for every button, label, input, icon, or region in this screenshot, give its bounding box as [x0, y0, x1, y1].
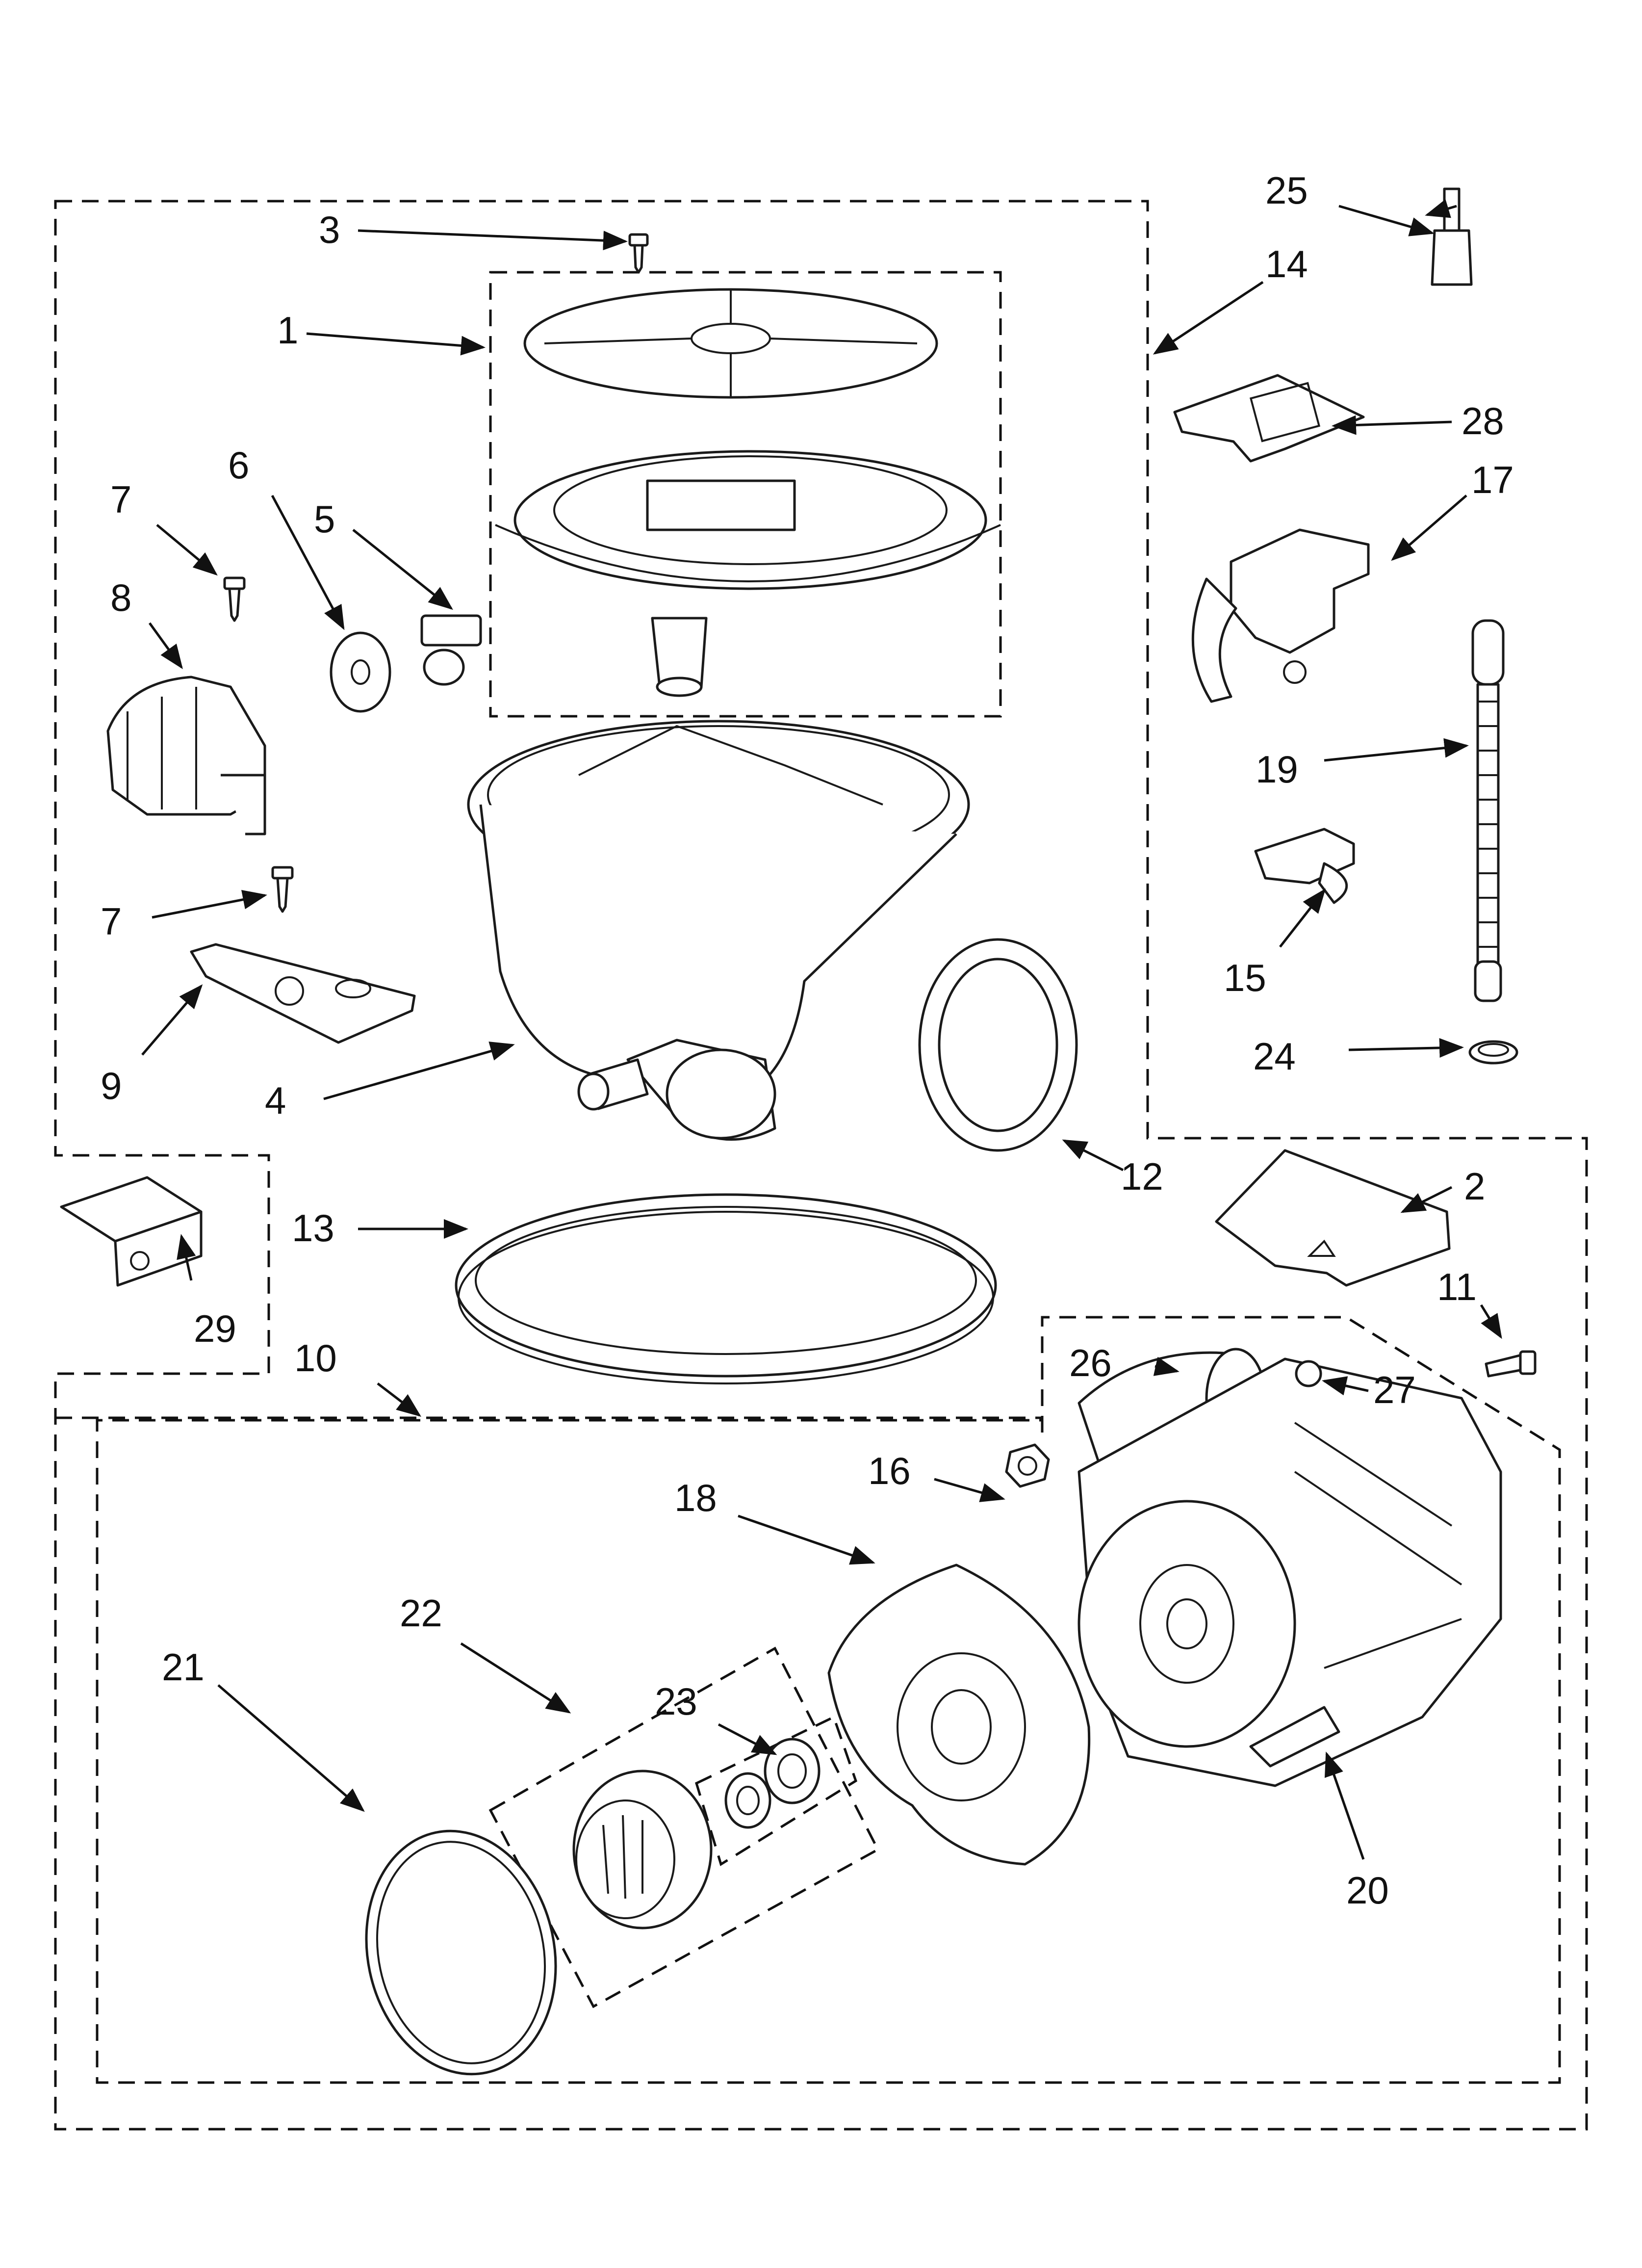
screw-7-lower — [271, 866, 294, 913]
heat-shield — [1215, 1149, 1451, 1287]
callout-19: 19 — [1256, 748, 1298, 791]
callout-7-lower: 7 — [101, 900, 122, 943]
hose-clip-15 — [1254, 828, 1355, 904]
callout-28: 28 — [1462, 399, 1504, 443]
callout-18: 18 — [674, 1476, 717, 1519]
wash-arm-group-outline — [489, 271, 1002, 718]
callout-22: 22 — [400, 1591, 442, 1635]
callout-labels: 1 2 3 4 5 6 7 7 8 9 10 11 12 13 14 15 16… — [101, 169, 1514, 1912]
wash-arm-assembly — [495, 288, 1001, 697]
washer-27 — [1295, 1360, 1322, 1387]
callout-10: 10 — [294, 1336, 337, 1380]
sump-gasket — [455, 1193, 997, 1384]
bracket-29 — [60, 1176, 203, 1287]
callout-15: 15 — [1224, 956, 1266, 999]
sensor-bracket — [1173, 374, 1365, 463]
impeller-group-outline — [488, 1646, 880, 2008]
sump-ring — [918, 938, 1078, 1152]
callout-27: 27 — [1373, 1368, 1416, 1411]
callout-9: 9 — [101, 1064, 122, 1107]
callout-7-upper: 7 — [110, 478, 131, 521]
main-assembly-outline — [54, 200, 1588, 2131]
callout-29: 29 — [194, 1307, 236, 1350]
screw-7-upper — [223, 576, 246, 622]
drain-hose — [1471, 619, 1505, 1002]
small-valve-part — [420, 614, 482, 686]
diverter-motor-housing — [106, 676, 266, 835]
callout-21: 21 — [162, 1645, 205, 1689]
pump-group-outline — [96, 1316, 1561, 2084]
leader-lines — [141, 199, 1502, 1860]
screw-11 — [1485, 1350, 1537, 1378]
impeller-assembly — [572, 1770, 713, 1929]
callout-2: 2 — [1464, 1165, 1485, 1208]
callout-11: 11 — [1437, 1265, 1477, 1308]
pump-o-ring — [365, 1829, 557, 2076]
callout-5: 5 — [314, 497, 335, 541]
callout-6: 6 — [228, 443, 249, 487]
pump-housing — [827, 1564, 1091, 1866]
callout-1: 1 — [277, 309, 298, 352]
pump-motor-assembly — [1078, 1348, 1502, 1787]
callout-24: 24 — [1253, 1035, 1296, 1078]
hex-nut — [1005, 1443, 1050, 1488]
callout-4: 4 — [265, 1079, 286, 1122]
connector-plug — [1431, 187, 1473, 286]
callout-13: 13 — [292, 1206, 334, 1250]
sump-assembly — [467, 720, 970, 1141]
callout-17: 17 — [1471, 458, 1514, 501]
callout-23: 23 — [655, 1680, 697, 1723]
chopper-disc — [330, 631, 391, 713]
callout-8: 8 — [110, 576, 131, 619]
callout-26: 26 — [1069, 1341, 1112, 1384]
callout-3: 3 — [319, 208, 340, 251]
callout-20: 20 — [1346, 1869, 1389, 1912]
mounting-bracket — [190, 943, 416, 1044]
pump-seal — [724, 1738, 821, 1829]
callout-16: 16 — [868, 1449, 911, 1492]
screw-3 — [628, 233, 649, 274]
seal-group-outline — [694, 1715, 858, 1866]
float-switch — [1191, 528, 1370, 703]
callout-25: 25 — [1265, 169, 1308, 212]
callout-14: 14 — [1265, 242, 1308, 286]
hose-clamp-24 — [1468, 1040, 1518, 1065]
callout-12: 12 — [1121, 1155, 1163, 1198]
